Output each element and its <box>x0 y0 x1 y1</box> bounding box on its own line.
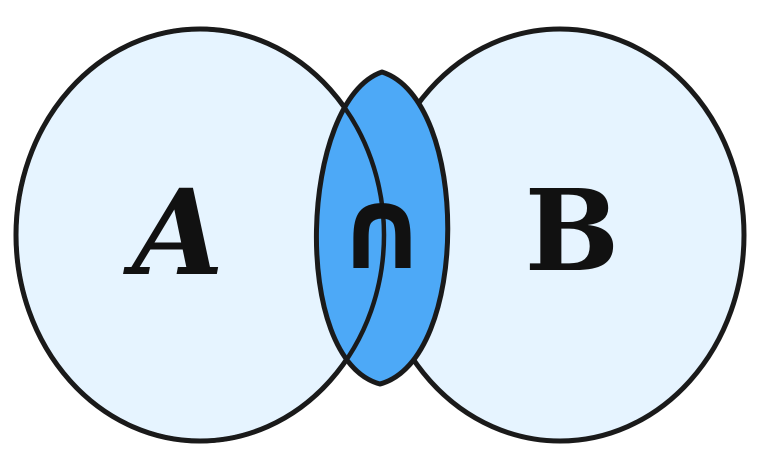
set-a-outline <box>13 26 387 444</box>
set-b-label: B <box>525 166 620 297</box>
set-a-label: A <box>122 163 224 302</box>
intersection-symbol: ∩ <box>337 165 428 295</box>
